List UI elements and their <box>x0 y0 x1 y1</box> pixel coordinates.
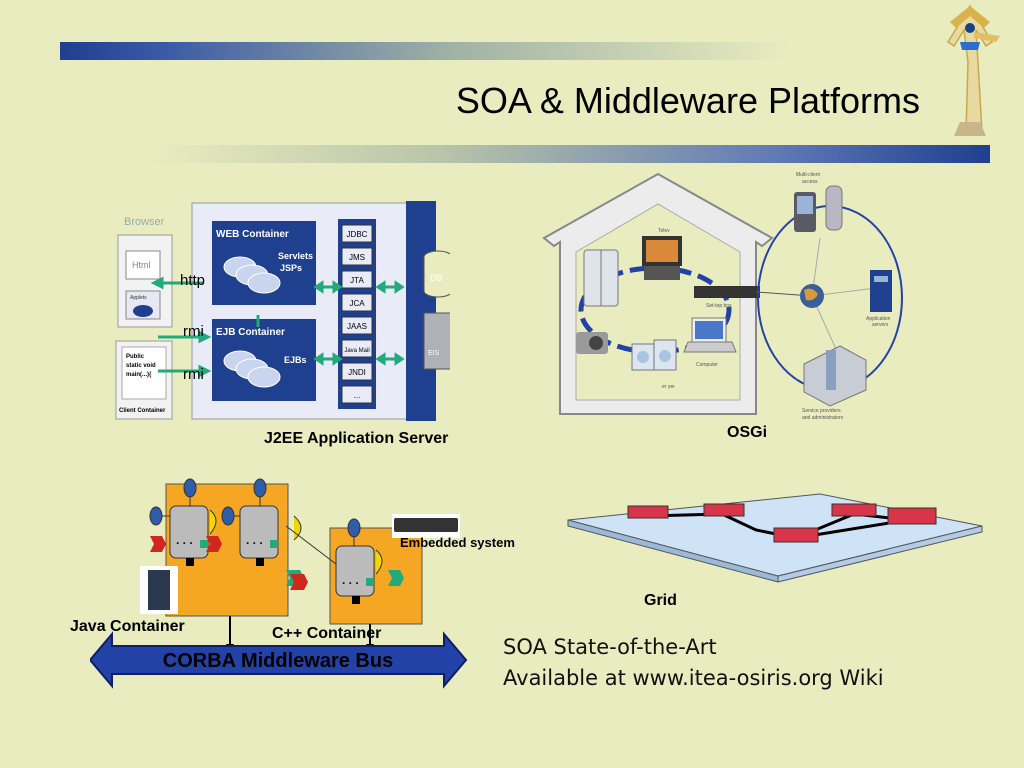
svg-text:Public: Public <box>126 354 145 360</box>
svg-text:er yer: er yer <box>662 384 675 390</box>
corba-bus-shape <box>90 631 468 689</box>
j2ee-caption: J2EE Application Server <box>264 430 449 447</box>
svg-text:DB: DB <box>430 273 443 283</box>
soa-line-2: Available at www.itea-osiris.org Wiki <box>503 666 884 690</box>
svg-text:Applets: Applets <box>130 295 147 301</box>
api-box <box>341 385 373 404</box>
api-box <box>341 339 373 358</box>
api-box <box>341 270 373 289</box>
svg-text:JSPs: JSPs <box>280 263 302 273</box>
api-box <box>341 224 373 243</box>
soa-line-1: SOA State-of-the-Art <box>503 635 717 659</box>
browser-label: Browser <box>124 216 165 228</box>
svg-text:Servlets: Servlets <box>278 251 313 261</box>
soa-text: SOA State-of-the-Art Available at www.it… <box>503 632 884 694</box>
svg-text:access: access <box>802 179 818 185</box>
svg-text:. . .: . . . <box>342 573 359 587</box>
svg-text:EJB Container: EJB Container <box>216 327 285 338</box>
svg-text:Computer: Computer <box>696 362 718 368</box>
api-label: JNDI <box>348 368 366 377</box>
api-label: JDBC <box>347 230 368 239</box>
svg-text:static void: static void <box>126 363 156 369</box>
svg-text:main(...){: main(...){ <box>126 372 152 378</box>
api-box <box>341 247 373 266</box>
svg-text:and administrators: and administrators <box>802 415 844 421</box>
header-gradient-bar <box>60 42 920 60</box>
osgi-diagram: Telev Set-top box er yer Computer Multi-… <box>542 172 903 421</box>
grid-caption: Grid <box>644 592 677 609</box>
logo-icon <box>946 4 1000 136</box>
api-label: JMS <box>349 253 365 262</box>
svg-text:Client Container: Client Container <box>119 408 166 414</box>
protocol-rmi-2: rmi <box>183 366 204 383</box>
grid-diagram <box>567 493 983 583</box>
protocol-rmi-1: rmi <box>183 323 204 340</box>
html-page-icon <box>125 250 161 280</box>
api-label: ... <box>354 391 361 400</box>
app-server-border <box>406 201 436 421</box>
corba-bus-label: CORBA Middleware Bus <box>162 650 394 672</box>
api-box <box>341 316 373 335</box>
svg-text:EJBs: EJBs <box>284 355 307 365</box>
api-label: Java Mail <box>344 348 369 354</box>
component-2: . . . <box>221 478 337 586</box>
grid-nodes <box>627 503 937 543</box>
svg-text:. . .: . . . <box>176 533 193 547</box>
svg-text:. . .: . . . <box>246 533 263 547</box>
svg-text:Telev: Telev <box>658 228 670 234</box>
java-container-label: Java Container <box>70 618 185 635</box>
api-label: JCA <box>349 299 365 308</box>
svg-text:Set-top box: Set-top box <box>706 303 732 309</box>
title-underline-bar <box>150 145 990 163</box>
svg-text:Service providers: Service providers <box>802 408 841 414</box>
eis-server <box>423 312 450 370</box>
osgi-caption: OSGi <box>727 424 768 441</box>
api-box <box>341 293 373 312</box>
settop-box-icon <box>694 286 760 298</box>
j2ee-diagram: Browser Html Applets Public static void … <box>115 201 450 421</box>
phone-icon <box>825 185 843 231</box>
component-1: . . . <box>149 478 222 566</box>
svg-text:EIS: EIS <box>428 350 440 357</box>
svg-text:Application: Application <box>866 316 891 322</box>
page-title: SOA & Middleware Platforms <box>455 80 920 121</box>
svg-text:WEB Container: WEB Container <box>216 229 289 240</box>
protocol-http: http <box>180 272 206 289</box>
api-label: JTA <box>350 276 364 285</box>
svg-text:servers: servers <box>872 322 889 328</box>
applet-ellipse <box>133 305 153 317</box>
api-label: JAAS <box>347 322 367 331</box>
svg-text:Multi-client: Multi-client <box>796 172 821 178</box>
svg-text:Html: Html <box>132 260 151 270</box>
embedded-system-label: Embedded system <box>400 535 515 550</box>
component-3: . . . <box>290 518 404 604</box>
cpp-container-label: C++ Container <box>272 625 382 642</box>
api-box <box>341 362 373 381</box>
corba-diagram: . . . . . . . . . <box>90 478 468 689</box>
